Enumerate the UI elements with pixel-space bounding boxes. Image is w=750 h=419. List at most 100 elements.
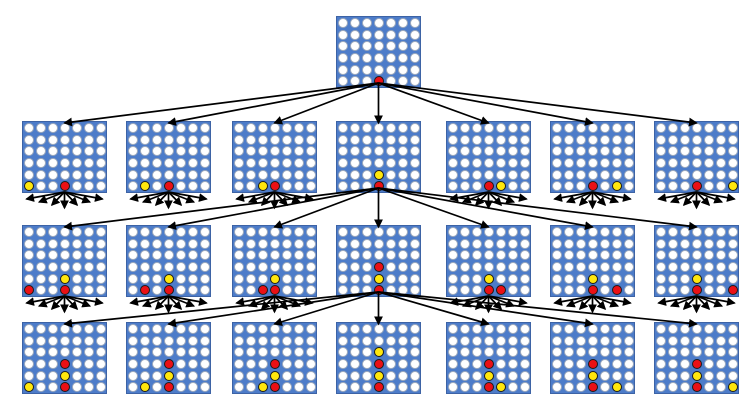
empty-cell xyxy=(507,323,518,334)
empty-cell xyxy=(385,273,396,284)
empty-cell xyxy=(36,158,47,168)
empty-cell xyxy=(246,158,257,168)
fan-arrow-l1-2 xyxy=(274,191,302,204)
empty-cell xyxy=(140,226,151,237)
empty-cell xyxy=(48,370,59,381)
empty-cell xyxy=(727,250,738,261)
empty-cell xyxy=(623,146,634,157)
empty-cell xyxy=(507,347,518,358)
empty-cell xyxy=(24,359,35,369)
empty-cell xyxy=(95,335,106,346)
empty-cell xyxy=(564,122,575,133)
empty-cell xyxy=(668,122,679,133)
empty-cell xyxy=(374,122,384,133)
empty-cell xyxy=(385,323,396,334)
empty-cell xyxy=(305,146,316,157)
empty-cell xyxy=(715,169,726,180)
empty-cell xyxy=(656,335,667,346)
empty-cell xyxy=(338,323,349,334)
empty-cell xyxy=(611,335,622,346)
empty-cell xyxy=(246,335,257,346)
red-piece xyxy=(588,181,598,192)
empty-cell xyxy=(656,382,667,393)
empty-cell xyxy=(199,262,210,272)
empty-cell xyxy=(472,335,483,346)
empty-cell xyxy=(175,158,186,168)
empty-cell xyxy=(727,335,738,346)
empty-cell xyxy=(576,347,587,358)
empty-cell xyxy=(692,146,702,157)
empty-cell xyxy=(293,382,304,393)
empty-cell xyxy=(715,158,726,168)
empty-cell xyxy=(36,134,47,145)
empty-cell xyxy=(305,262,316,272)
yellow-piece xyxy=(24,382,35,393)
tree-arrow-root-l1-2 xyxy=(273,82,379,125)
empty-cell xyxy=(484,262,494,272)
red-piece xyxy=(374,285,384,296)
empty-cell xyxy=(507,238,518,249)
empty-cell xyxy=(362,238,373,249)
empty-cell xyxy=(83,347,94,358)
empty-cell xyxy=(611,158,622,168)
empty-cell xyxy=(409,53,420,63)
empty-cell xyxy=(599,134,610,145)
red-piece xyxy=(60,181,70,192)
empty-cell xyxy=(409,285,420,296)
empty-cell xyxy=(374,323,384,334)
empty-cell xyxy=(199,146,210,157)
empty-cell xyxy=(199,273,210,284)
fan-arrow-l1-1 xyxy=(168,191,208,202)
empty-cell xyxy=(552,226,563,237)
red-piece xyxy=(692,359,702,369)
empty-cell xyxy=(293,226,304,237)
empty-cell xyxy=(338,181,349,192)
yellow-piece xyxy=(611,382,622,393)
empty-cell xyxy=(350,285,361,296)
empty-cell xyxy=(362,146,373,157)
empty-cell xyxy=(48,226,59,237)
empty-cell xyxy=(668,323,679,334)
empty-cell xyxy=(564,238,575,249)
empty-cell xyxy=(281,382,292,393)
tree-arrow-root-l1-4 xyxy=(378,82,490,125)
empty-cell xyxy=(727,158,738,168)
empty-cell xyxy=(519,262,530,272)
empty-cell xyxy=(576,169,587,180)
empty-cell xyxy=(24,273,35,284)
empty-cell xyxy=(246,122,257,133)
empty-cell xyxy=(564,250,575,261)
empty-cell xyxy=(472,250,483,261)
empty-cell xyxy=(48,285,59,296)
red-piece xyxy=(164,285,174,296)
empty-cell xyxy=(128,226,139,237)
empty-cell xyxy=(507,285,518,296)
empty-cell xyxy=(175,226,186,237)
empty-cell xyxy=(397,17,408,28)
empty-cell xyxy=(599,250,610,261)
board-root xyxy=(336,16,421,88)
empty-cell xyxy=(460,238,471,249)
empty-cell xyxy=(374,226,384,237)
red-piece xyxy=(374,262,384,272)
empty-cell xyxy=(83,226,94,237)
empty-cell xyxy=(472,359,483,369)
empty-cell xyxy=(668,359,679,369)
empty-cell xyxy=(246,370,257,381)
empty-cell xyxy=(305,158,316,168)
fan-arrow-l1-6 xyxy=(695,191,711,206)
empty-cell xyxy=(71,134,82,145)
empty-cell xyxy=(60,169,70,180)
empty-cell xyxy=(36,169,47,180)
empty-cell xyxy=(680,347,691,358)
empty-cell xyxy=(305,250,316,261)
board-l2-5 xyxy=(550,225,635,297)
empty-cell xyxy=(703,226,714,237)
empty-cell xyxy=(338,158,349,168)
empty-cell xyxy=(564,335,575,346)
board-l1-0 xyxy=(22,121,107,193)
empty-cell xyxy=(281,347,292,358)
empty-cell xyxy=(552,359,563,369)
empty-cell xyxy=(95,146,106,157)
empty-cell xyxy=(48,134,59,145)
